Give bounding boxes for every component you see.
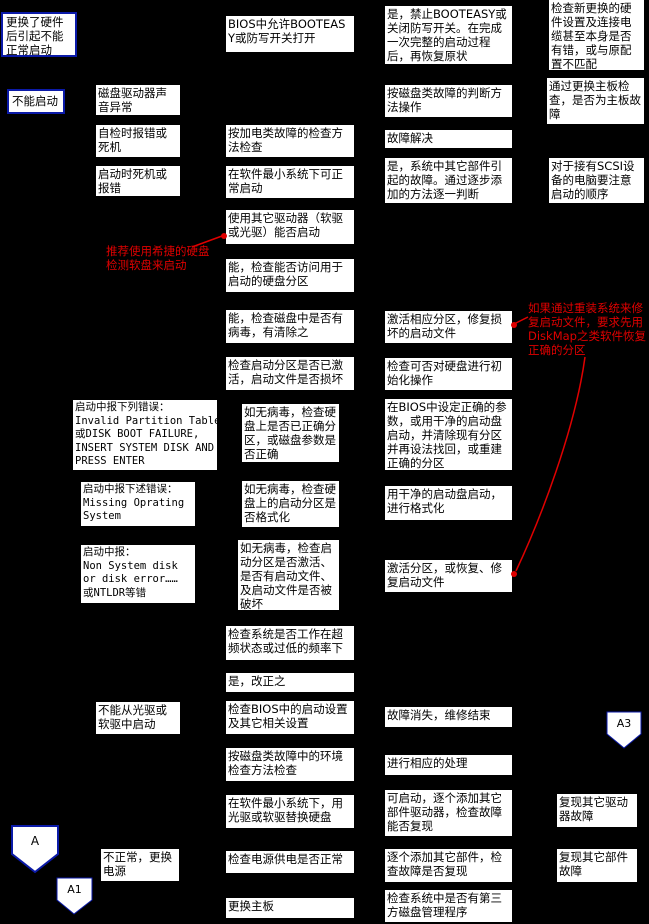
- err-invalid-line: INSERT SYSTEM DISK AND: [75, 441, 215, 454]
- bios-boot-setting-node: 检查BIOS中的启动设置及其它相关设置: [226, 701, 354, 734]
- bios-params-node: 在BIOS中设定正确的参数，或用干净的启动盘启动，并清除现有分区并再设法找回，或…: [385, 399, 512, 470]
- add-parts-node: 逐个添加其它部件，检查故障是否复现: [385, 849, 512, 882]
- right-note-dot-upper: [511, 322, 517, 328]
- err-invalid-title: 启动中报下列错误：: [75, 401, 170, 413]
- connector-a-label: A: [30, 834, 40, 848]
- overclock-node: 检查系统是否工作在超频状态或过低的频率下: [226, 626, 354, 660]
- reproduce-drive-node: 复现其它驱动器故障: [557, 794, 637, 827]
- err-invalid-line: PRESS ENTER: [75, 455, 145, 467]
- connector-a3-label: A3: [616, 717, 632, 730]
- cd-floppy-node: 不能从光驱或软驱中启动: [96, 702, 180, 734]
- activate-repair-node: 激活相应分区，修复损坏的启动文件: [385, 311, 512, 343]
- fault-solved-node: 故障解决: [385, 130, 512, 148]
- err-missing-os-node: 启动中报下述错误： Missing Oprating System: [81, 482, 195, 526]
- err-missing-title: 启动中报下述错误：: [83, 483, 178, 495]
- err-nosys-line: Non System disk: [83, 559, 178, 572]
- err-nosys-title: 启动中报：: [83, 546, 136, 558]
- power-fault-check-node: 按加电类故障的检查方法检查: [226, 125, 354, 157]
- hw-change-node: 更换了硬件后引起不能正常启动: [1, 12, 77, 57]
- err-invalid-partition-node: 启动中报下列错误： Invalid Partition Table 或DISK …: [73, 400, 217, 470]
- reproduce-part-node: 复现其它部件故障: [557, 849, 637, 882]
- err-nosys-line: 或NTLDR等错: [83, 586, 147, 599]
- connector-a1-shape: [56, 877, 93, 915]
- right-note-arrow-upper: [513, 316, 529, 325]
- env-check-node: 按磁盘类故障中的环境检查方法检查: [226, 748, 354, 781]
- right-note-dot-lower: [511, 571, 517, 577]
- selftest-error-node: 自检时报错或死机: [96, 125, 180, 157]
- bios-booteasy-node: BIOS中允许BOOTEASY或防写开关打开: [226, 16, 354, 52]
- other-drive-node: 使用其它驱动器（软驱或光驱）能否启动: [226, 210, 354, 244]
- boot-partition-check-node: 检查启动分区是否已激活，启动文件是否损坏: [226, 357, 354, 390]
- can-init-node: 检查可否对硬盘进行初始化操作: [385, 358, 512, 390]
- access-disk-node: 能，检查能否访问用于启动的硬盘分区: [226, 259, 354, 292]
- err-nosys-line: or disk error……: [83, 573, 178, 585]
- abnormal-psu-node: 不正常，更换电源: [101, 849, 179, 881]
- cannot-boot-node: 不能启动: [7, 89, 65, 114]
- activate-restore-node: 激活分区，或恢复、修复启动文件: [385, 560, 512, 592]
- connector-a3-shape: [606, 711, 642, 749]
- other-parts-node: 是，系统中其它部件引起的故障。通过逐步添加的方法逐一判断: [385, 158, 512, 203]
- add-components-node: 可启动，逐个添加其它部件驱动器，检查故障能否复现: [385, 790, 512, 836]
- err-invalid-line: 或DISK BOOT FAILURE,: [75, 428, 200, 440]
- virus-check-node: 能，检查磁盘中是否有病毒，有清除之: [226, 310, 354, 343]
- disk-fault-judgment-node: 按磁盘类故障的判断方法操作: [385, 85, 512, 117]
- scsi-node: 对于接有SCSI设备的电脑要注意启动的顺序: [549, 158, 644, 203]
- disable-booteasy-node: 是，禁止BOOTEASY或关闭防写开关。在完成一次完整的启动过程后，再恢复原状: [385, 6, 512, 64]
- left-note-arrow: [191, 235, 223, 248]
- fault-gone-node: 故障消失，维修结束: [385, 707, 512, 727]
- connector-a-shape: [11, 825, 59, 874]
- left-red-note: 推荐使用希捷的硬盘检测软盘来启动: [106, 244, 210, 272]
- process-node: 进行相应的处理: [385, 755, 512, 775]
- replace-mb-node: 通过更换主板检查，是否为主板故障: [547, 78, 644, 124]
- boot-error-node: 启动时死机或报错: [96, 166, 180, 196]
- err-missing-line: System: [83, 510, 121, 522]
- err-missing-line: Missing Oprating: [83, 496, 185, 509]
- third-party-node: 检查系统中是否有第三方磁盘管理程序: [385, 890, 512, 922]
- right-note-arrow-lower: [515, 356, 586, 572]
- replace-board-node: 更换主板: [226, 898, 354, 918]
- err-invalid-line: Invalid Partition Table: [75, 414, 217, 427]
- connector-a1-label: A1: [67, 883, 82, 896]
- psu-check-node: 检查电源供电是否正常: [226, 851, 354, 873]
- disk-noise-node: 磁盘驱动器声音异常: [96, 85, 180, 115]
- replace-disk-node: 在软件最小系统下，用光驱或软驱替换硬盘: [226, 795, 354, 828]
- active-check-node: 如无病毒，检查启动分区是否激活、是否有启动文件、及启动文件是否被破坏: [238, 540, 339, 610]
- format-check-node: 如无病毒，检查硬盘上的启动分区是否格式化: [242, 481, 339, 527]
- right-red-note: 如果通过重装系统来修复启动文件，要求先用DiskMap之类软件恢复正确的分区: [528, 301, 646, 357]
- left-note-dot: [221, 233, 227, 239]
- err-non-system-node: 启动中报： Non System disk or disk error…… 或N…: [81, 545, 195, 603]
- check-new-hw-node: 检查新更换的硬件设置及连接电缆甚至本身是否有错，或与原配置不匹配: [549, 0, 644, 70]
- fix-it-node: 是，改正之: [226, 673, 354, 692]
- params-check-node: 如无病毒，检查硬盘上是否已正确分区，或磁盘参数是否正确: [242, 404, 339, 462]
- format-clean-node: 用干净的启动盘启动，进行格式化: [385, 486, 512, 520]
- min-system-node: 在软件最小系统下可正常启动: [226, 166, 354, 198]
